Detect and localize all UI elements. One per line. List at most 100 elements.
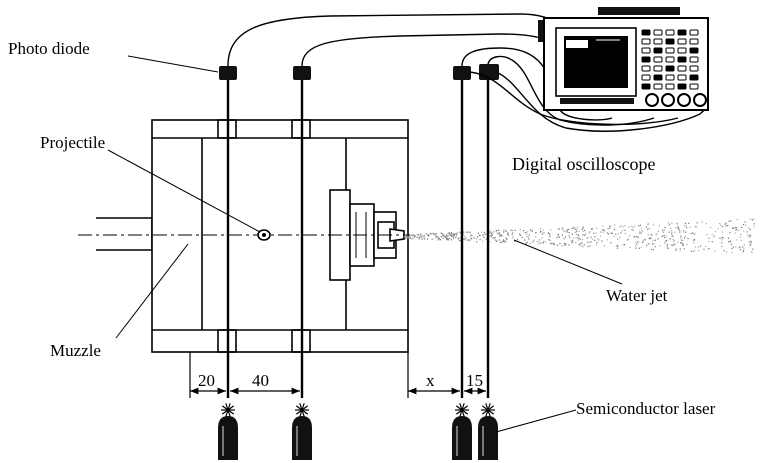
spray-droplet bbox=[540, 242, 542, 244]
spray-droplet bbox=[729, 240, 731, 242]
spray-droplet bbox=[410, 235, 413, 237]
spray-droplet bbox=[467, 231, 469, 234]
photo-diode-3 bbox=[453, 66, 471, 80]
spray-droplet bbox=[671, 235, 673, 237]
spray-droplet bbox=[652, 224, 654, 226]
spray-droplet bbox=[430, 232, 432, 234]
spray-droplet bbox=[730, 244, 732, 246]
spray-droplet bbox=[706, 234, 708, 236]
spray-droplet bbox=[495, 230, 497, 232]
spray-droplet bbox=[573, 228, 575, 230]
spray-droplet bbox=[473, 237, 475, 239]
spray-droplet bbox=[750, 241, 752, 243]
spray-droplet bbox=[491, 231, 493, 233]
spray-droplet bbox=[412, 235, 414, 237]
oscilloscope-button bbox=[665, 65, 675, 72]
spray-droplet bbox=[719, 223, 721, 225]
spray-droplet bbox=[620, 225, 622, 227]
spray-droplet bbox=[683, 237, 685, 239]
spray-droplet bbox=[470, 234, 472, 236]
spray-droplet bbox=[568, 228, 570, 231]
oscilloscope-button bbox=[653, 38, 663, 45]
spray-droplet bbox=[658, 225, 660, 227]
spray-droplet bbox=[578, 237, 580, 239]
spray-droplet bbox=[681, 239, 683, 241]
spray-droplet bbox=[616, 245, 619, 248]
spray-droplet bbox=[467, 239, 469, 241]
spray-droplet bbox=[505, 230, 507, 232]
spray-droplet bbox=[563, 242, 565, 245]
spray-droplet bbox=[512, 237, 514, 239]
spray-droplet bbox=[637, 236, 639, 239]
spray-droplet bbox=[543, 240, 545, 242]
spray-droplet bbox=[641, 241, 644, 243]
spray-droplet bbox=[650, 233, 652, 235]
spray-droplet bbox=[505, 240, 507, 242]
spray-droplet bbox=[448, 232, 451, 234]
laser-flare-ray bbox=[455, 405, 463, 411]
spray-droplet bbox=[667, 247, 669, 249]
spray-droplet bbox=[695, 226, 698, 228]
spray-droplet bbox=[686, 244, 688, 246]
spray-droplet bbox=[565, 236, 567, 238]
spray-droplet bbox=[584, 234, 586, 236]
spray-droplet bbox=[503, 231, 505, 233]
spray-droplet bbox=[482, 234, 484, 236]
spray-droplet bbox=[646, 244, 648, 247]
spray-droplet bbox=[524, 232, 526, 234]
spray-droplet bbox=[663, 229, 666, 231]
laser-flare-ray bbox=[227, 409, 235, 415]
spray-droplet bbox=[511, 233, 513, 235]
spray-droplet bbox=[714, 250, 716, 252]
spray-droplet bbox=[688, 222, 690, 224]
spray-droplet bbox=[739, 236, 741, 238]
spray-droplet bbox=[693, 239, 695, 241]
spray-droplet bbox=[641, 230, 643, 232]
spray-droplet bbox=[576, 227, 579, 229]
water-jet-spray bbox=[404, 218, 755, 254]
spray-droplet bbox=[575, 229, 577, 231]
spray-droplet bbox=[557, 235, 559, 237]
laser-flare-ray bbox=[299, 403, 303, 411]
spray-droplet bbox=[502, 239, 505, 241]
spray-droplet bbox=[634, 225, 636, 227]
spray-droplet bbox=[607, 228, 609, 230]
spray-droplet bbox=[564, 231, 566, 233]
spray-droplet bbox=[588, 246, 590, 248]
spray-droplet bbox=[469, 231, 471, 233]
spray-droplet bbox=[535, 236, 537, 238]
spray-droplet bbox=[692, 250, 694, 252]
spray-droplet bbox=[677, 226, 679, 228]
spray-droplet bbox=[664, 226, 666, 229]
spray-droplet bbox=[752, 248, 754, 250]
spray-droplet bbox=[638, 225, 640, 227]
spray-droplet bbox=[582, 239, 584, 241]
spray-droplet bbox=[717, 228, 719, 230]
spray-droplet bbox=[662, 235, 665, 237]
laser-flare-ray bbox=[295, 409, 303, 415]
spray-droplet bbox=[575, 231, 577, 234]
spray-droplet bbox=[745, 224, 747, 226]
spray-droplet bbox=[501, 241, 503, 243]
spray-droplet bbox=[727, 225, 729, 227]
spray-droplet bbox=[459, 232, 462, 234]
spray-droplet bbox=[616, 247, 619, 249]
spray-droplet bbox=[639, 224, 642, 226]
laser-flare-ray bbox=[295, 405, 303, 411]
spray-droplet bbox=[744, 221, 746, 223]
spray-droplet bbox=[492, 237, 494, 239]
spray-droplet bbox=[563, 230, 565, 232]
dimension-x: x bbox=[426, 371, 435, 390]
spray-droplet bbox=[420, 233, 422, 236]
spray-droplet bbox=[441, 233, 443, 235]
spray-droplet bbox=[414, 235, 416, 237]
laser-flare-ray bbox=[227, 409, 231, 417]
spray-droplet bbox=[628, 226, 630, 228]
laser-flare-ray bbox=[487, 409, 491, 417]
spray-droplet bbox=[579, 243, 581, 245]
spray-droplet bbox=[743, 244, 745, 246]
spray-droplet bbox=[725, 222, 727, 224]
oscilloscope-button bbox=[641, 65, 651, 72]
spray-droplet bbox=[665, 240, 668, 242]
spray-droplet bbox=[650, 237, 652, 239]
